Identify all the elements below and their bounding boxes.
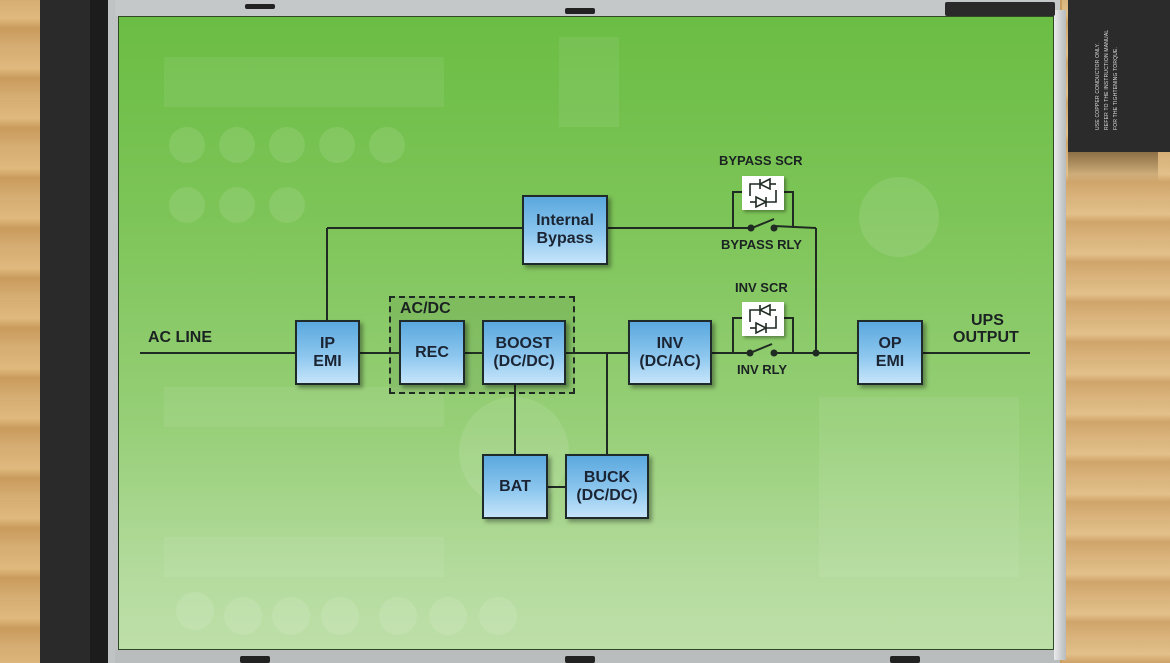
pcb-component [369,127,405,163]
pcb-component [479,597,517,635]
block-label: EMI [875,352,905,370]
ac-line-label: AC LINE [148,329,212,346]
bat-block: BAT [482,454,548,519]
ups-output-label-1: UPS [971,312,1004,329]
wire-bypass-rly-out [773,225,817,229]
bypass-rly-contact [770,224,778,232]
inv-scr-symbol [742,302,784,336]
terminal-cover [1068,0,1170,152]
pcb-component [164,57,444,107]
block-label: REC [415,343,449,361]
pcb-component [321,597,359,635]
thyristor-icon [749,303,777,335]
bypass-rly-blade [751,218,775,229]
inv-scr-label: INV SCR [735,280,788,295]
pcb-component [272,597,310,635]
block-label: Bypass [536,230,594,247]
pcb-component [224,597,262,635]
ip-emi-block: IP EMI [295,320,360,385]
block-label: BUCK [583,468,631,486]
wire-bypass-scr-right [782,191,794,228]
block-label: (DC/AC) [639,352,701,370]
wood-surface-left [0,0,40,663]
block-label: (DC/DC) [493,352,555,370]
bypass-scr-label: BYPASS SCR [719,153,803,168]
pcb-component [819,397,1019,577]
boost-block: BOOST (DC/DC) [482,320,566,385]
pcb-component [429,597,467,635]
rail-bracket [945,2,1055,16]
ups-output-label-2: OUTPUT [953,329,1019,346]
output-junction-dot [812,349,820,357]
wire-inv-scr-left [732,317,744,353]
wire-inv-scr-right [782,317,794,353]
acdc-group-label: AC/DC [400,300,451,317]
block-label: Internal [536,212,594,229]
bypass-rly-label: BYPASS RLY [721,237,802,252]
block-label: OP [878,334,902,352]
pcb-component [859,177,939,257]
terminal-cover-shadow [1068,152,1158,182]
pcb-component [269,127,305,163]
rail-tab [240,656,270,663]
rail-tab [565,656,595,663]
op-emi-block: OP EMI [857,320,923,385]
chassis-rail-right [1054,10,1066,660]
block-label: (DC/DC) [576,486,638,504]
inv-rly-label: INV RLY [737,362,788,377]
pcb-component [319,127,355,163]
buck-block: BUCK (DC/DC) [565,454,649,519]
block-label: BOOST [495,334,553,352]
inv-rly-contact [746,349,754,357]
inv-rly-contact [770,349,778,357]
block-label: BAT [499,477,531,495]
block-label: IP [319,334,336,352]
bypass-rly-contact [747,224,755,232]
inv-block: INV (DC/AC) [628,320,712,385]
chassis-rail-left [108,0,118,663]
pcb-component [176,592,214,630]
rail-tab [565,8,595,14]
pcb-component [169,187,205,223]
pcb-component [169,127,205,163]
rail-tab [890,656,920,663]
rail-tab [245,4,275,9]
block-label: INV [656,334,684,352]
pcb-component [559,37,619,127]
rec-block: REC [399,320,465,385]
bypass-scr-symbol [742,176,784,210]
inv-rly-blade [749,343,773,354]
internal-bypass-block: Internal Bypass [522,195,608,265]
pcb-component [269,187,305,223]
thyristor-icon [749,177,777,209]
pcb-component [164,537,444,577]
wire-bypass-scr-left [732,191,744,228]
pcb-component [219,127,255,163]
block-label: EMI [313,352,342,370]
pcb-component [379,597,417,635]
pcb-component [219,187,255,223]
